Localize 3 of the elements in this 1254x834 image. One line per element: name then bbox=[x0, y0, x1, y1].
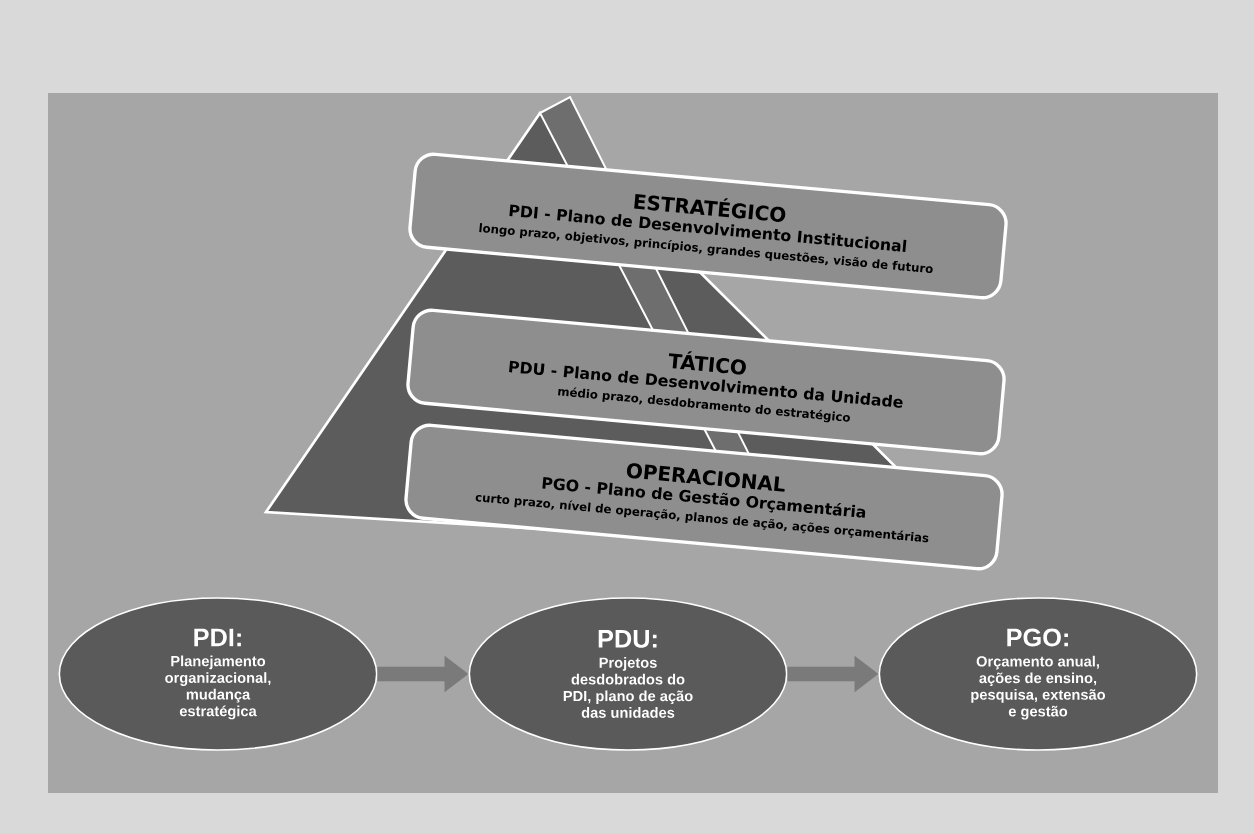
level-band: TÁTICO PDU - Plano de Desenvolvimento da Unidade médio prazo, desdobramento do estratégico bbox=[406, 308, 1006, 456]
level-band: OPERACIONAL PGO - Plano de Gestão Orçamentária curto prazo, nível de operação, planos de ação, ações orçamentárias bbox=[404, 423, 1004, 571]
level-band: ESTRATÉGICO PDI - Plano de Desenvolvimento Institucional longo prazo, objetivos, princípios, grandes questões, visão de futuro bbox=[408, 152, 1008, 300]
